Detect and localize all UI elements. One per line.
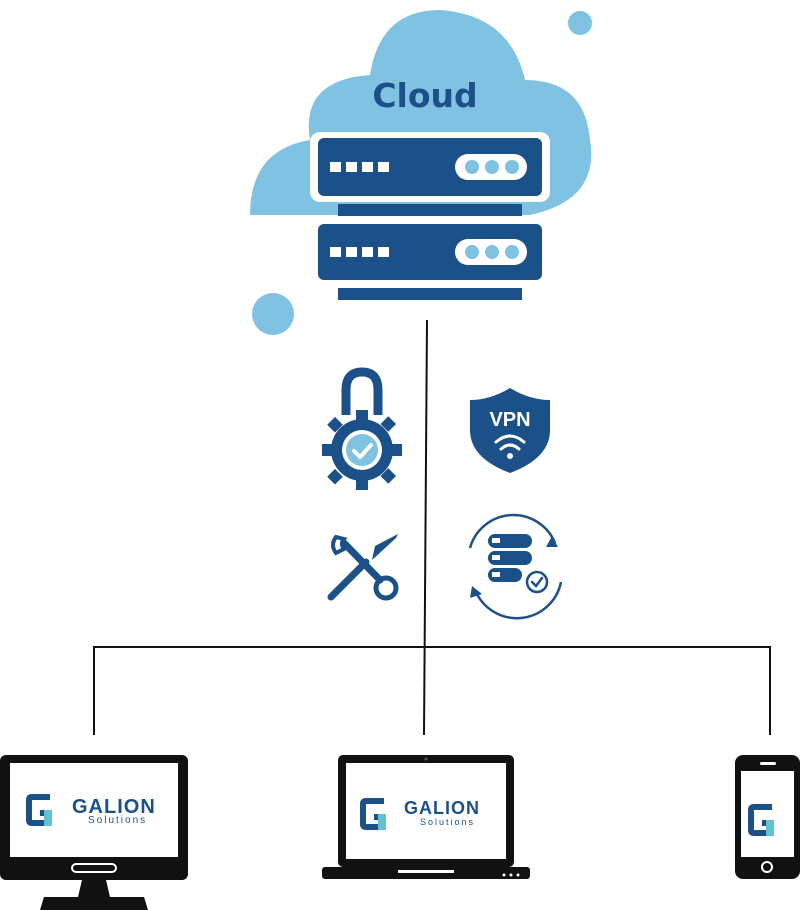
monitor-brand-tagline: Solutions — [88, 815, 147, 826]
laptop-brand-tagline: Solutions — [420, 817, 475, 827]
laptop-icon: GALION Solutions — [322, 755, 530, 879]
padlock-gear-icon — [322, 367, 402, 490]
vpn-shield-icon: VPN — [470, 388, 550, 473]
database-sync-icon — [468, 513, 563, 620]
tools-icon — [327, 534, 399, 601]
monitor-brand-name: GALION — [72, 796, 156, 818]
smartphone-icon — [735, 755, 800, 879]
laptop-brand-name: GALION — [404, 798, 480, 818]
cloud-label: Cloud — [372, 76, 477, 115]
vpn-label: VPN — [489, 409, 530, 431]
connection-lines — [93, 319, 771, 736]
desktop-monitor-icon: GALION Solutions — [0, 755, 188, 910]
server-icon — [310, 132, 550, 300]
